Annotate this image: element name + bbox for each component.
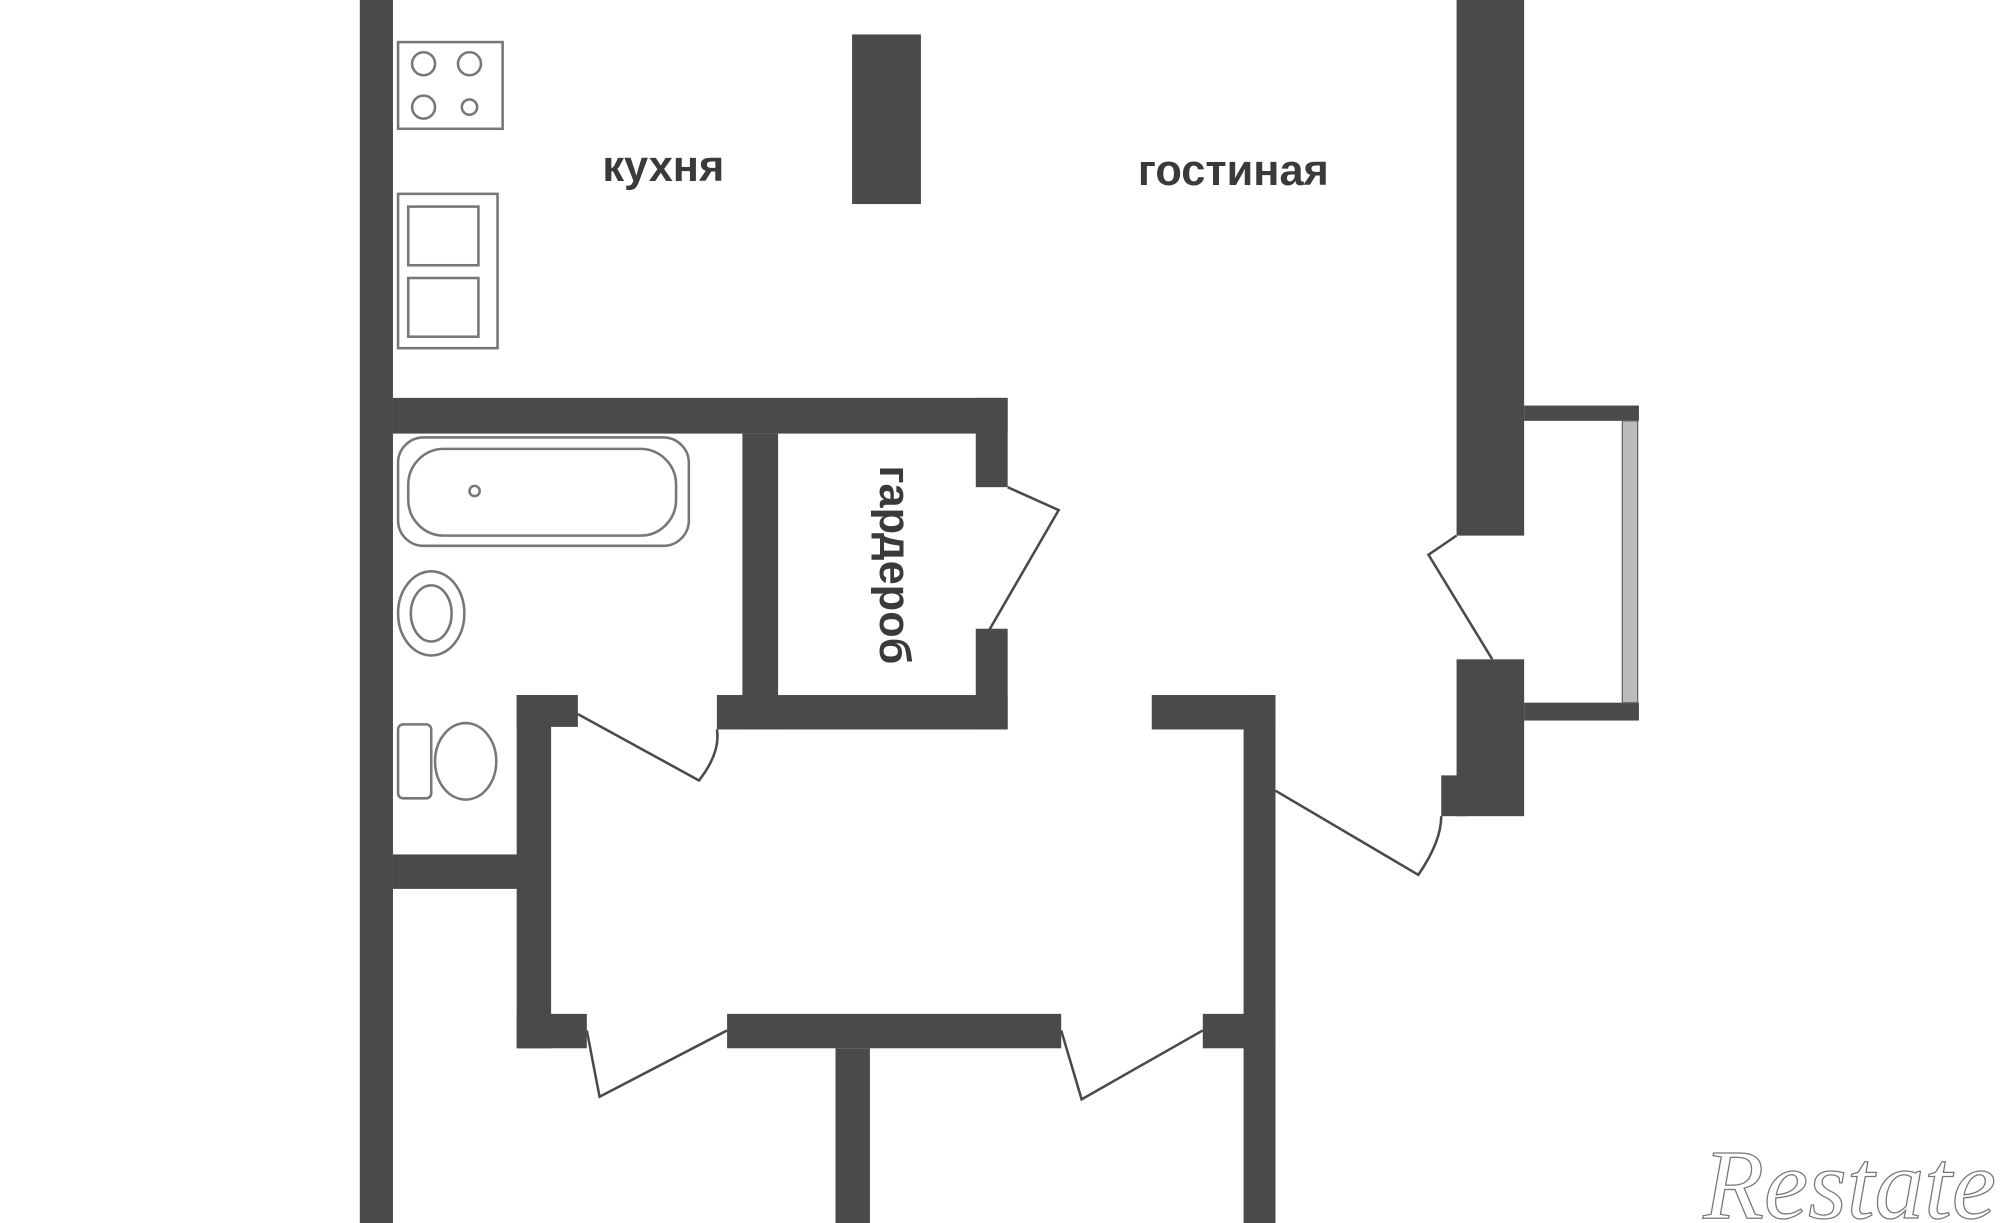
wardrobe-left-wall bbox=[742, 433, 779, 730]
toilet-icon bbox=[396, 721, 498, 801]
sink-icon bbox=[396, 192, 499, 350]
room-label-living-room: гостиная bbox=[1138, 147, 1329, 195]
bath-door bbox=[577, 713, 719, 783]
corridor-right-stub bbox=[1151, 695, 1276, 730]
corridor-bottom-wall-c bbox=[1202, 1013, 1276, 1049]
washbasin-icon bbox=[396, 570, 466, 657]
outer-left-wall bbox=[359, 0, 393, 1223]
walls bbox=[359, 0, 1639, 1223]
balcony-window bbox=[1621, 420, 1639, 704]
wardrobe-right-wall-upper bbox=[975, 397, 1008, 488]
stove-icon bbox=[396, 40, 504, 131]
balcony-door bbox=[1426, 534, 1494, 660]
corridor-left-stub bbox=[516, 695, 578, 727]
balcony-top-wall bbox=[1524, 405, 1639, 421]
entrance-door bbox=[1274, 789, 1443, 877]
wardrobe-door bbox=[987, 485, 1061, 632]
fixtures bbox=[396, 40, 691, 801]
right-wall-upper bbox=[1456, 0, 1525, 536]
kitchen-column bbox=[852, 34, 921, 205]
wardrobe-bottom-wall bbox=[716, 695, 1008, 730]
bath-bottom-wall bbox=[392, 854, 524, 889]
corridor-bottom-wall-a bbox=[516, 1013, 587, 1049]
room-label-wardrobe: гардероб bbox=[870, 465, 918, 664]
balcony-bottom-wall bbox=[1524, 702, 1639, 721]
watermark-logo: Restate bbox=[1702, 1129, 1996, 1223]
corridor-bottom-wall-b bbox=[727, 1013, 1062, 1049]
bath-top-wall bbox=[392, 397, 1008, 434]
bedroom1-door bbox=[585, 1029, 728, 1099]
doors bbox=[577, 485, 1494, 1102]
room-label-kitchen: кухня bbox=[602, 143, 724, 191]
bottom-partition-wall bbox=[835, 1048, 870, 1223]
right-wall-lower bbox=[1456, 659, 1525, 817]
bathtub-icon bbox=[396, 436, 691, 548]
bedroom2-door bbox=[1059, 1029, 1204, 1102]
corridor-right-wall bbox=[1243, 695, 1276, 1223]
right-wall-step bbox=[1441, 775, 1467, 817]
